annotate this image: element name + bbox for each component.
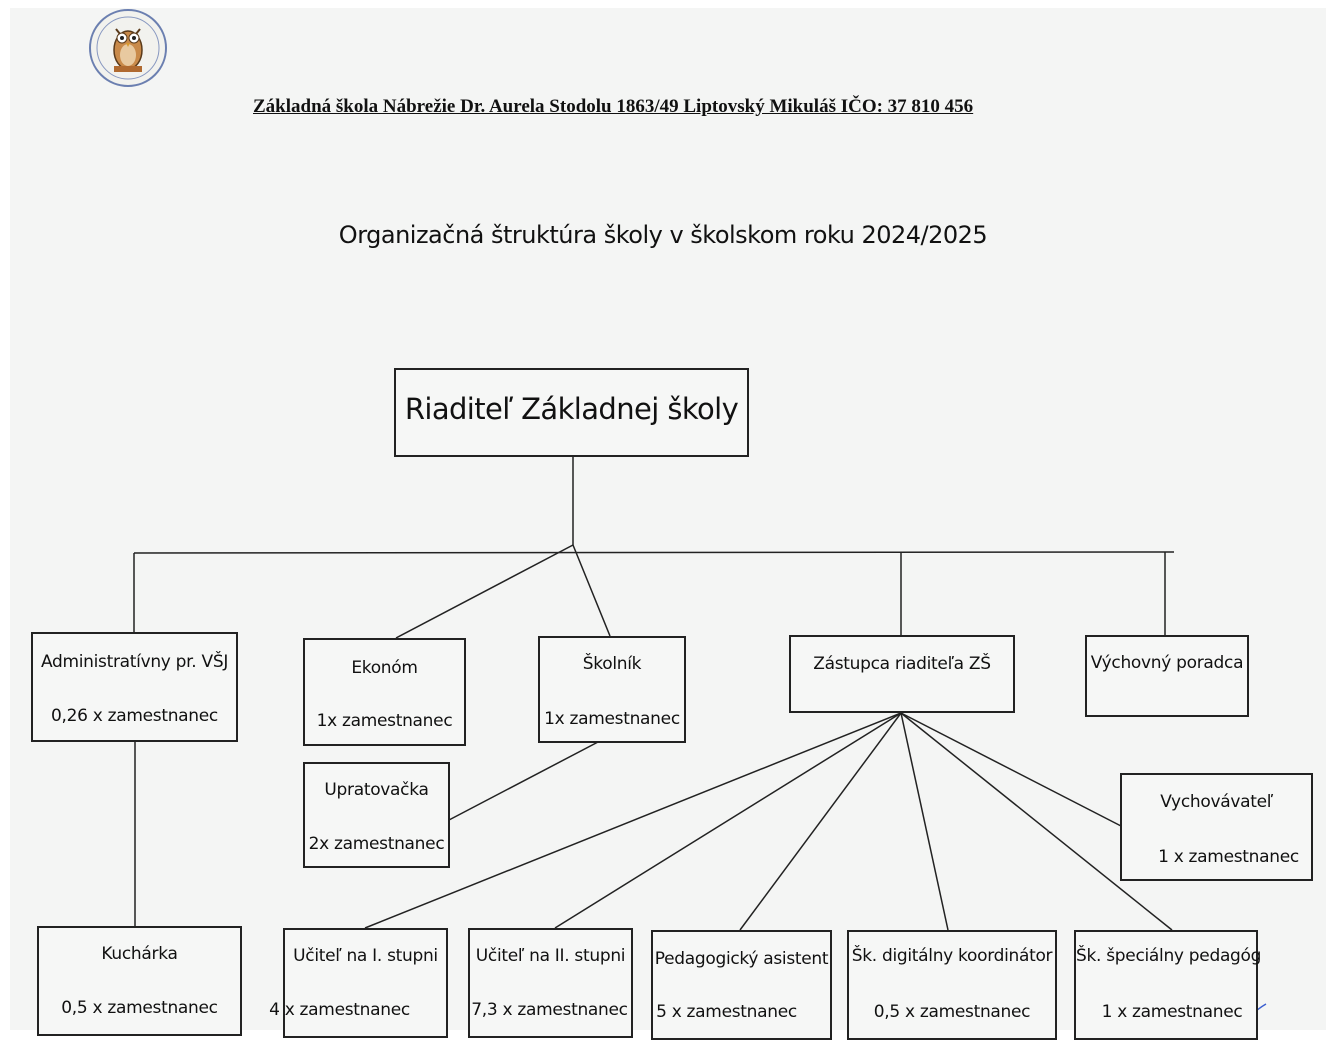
node-upratovacka-name: Upratovačka: [324, 780, 429, 800]
link-zastupca-vychovavatel: [900, 712, 1122, 827]
node-skolnik-name: Školník: [582, 654, 642, 674]
document-page: [10, 8, 1326, 1030]
link-skolnik: [572, 544, 611, 637]
node-admin: Administratívny pr. VŠJ 0,26 x zamestnan…: [31, 632, 238, 742]
node-riaditel-name: Riaditeľ Základnej školy: [404, 392, 739, 426]
link-skolnik-upratovacka: [448, 741, 599, 821]
bus-line: [133, 551, 1175, 554]
node-skolnik: Školník 1x zamestnanec: [538, 636, 686, 743]
node-ekonom-name: Ekonóm: [351, 658, 418, 678]
node-zastupca: Zástupca riaditeľa ZŠ: [789, 635, 1015, 713]
node-kucharka-name: Kuchárka: [101, 944, 178, 964]
node-admin-name: Administratívny pr. VŠJ: [40, 652, 229, 672]
link-zastupca-specialny: [900, 712, 1173, 931]
node-ucitel2-count: 7,3 x zamestnanec: [471, 1000, 628, 1020]
node-kucharka-count: 0,5 x zamestnanec: [61, 998, 218, 1018]
node-ucitel2: Učiteľ na II. stupni 7,3 x zamestnanec: [468, 928, 633, 1038]
node-koordinator-count: 0,5 x zamestnanec: [873, 1002, 1031, 1022]
node-asistent-name: Pedagogický asistent: [654, 949, 829, 969]
node-vychovavatel-name: Vychovávateľ: [1160, 792, 1273, 812]
link-zastupca-asistent: [739, 712, 902, 931]
link-zastupca-ucitel2: [554, 712, 902, 929]
node-ucitel2-name: Učiteľ na II. stupni: [475, 946, 626, 966]
node-riaditel: Riaditeľ Základnej školy: [394, 368, 749, 457]
node-asistent: Pedagogický asistent 5 x zamestnanec: [651, 930, 832, 1040]
node-ekonom: Ekonóm 1x zamestnanec: [303, 638, 466, 746]
node-specialny-count: 1 x zamestnanec: [1101, 1002, 1243, 1022]
school-header: Základná škola Nábrežie Dr. Aurela Stodo…: [253, 96, 974, 117]
school-logo: [86, 6, 170, 90]
node-zastupca-name: Zástupca riaditeľa ZŠ: [813, 654, 991, 674]
node-poradca-name: Výchovný poradca: [1090, 653, 1244, 673]
chart-title: Organizačná štruktúra školy v školskom r…: [338, 221, 988, 249]
node-poradca: Výchovný poradca: [1085, 635, 1249, 717]
node-vychovavatel-count: 1 x zamestnanec: [1158, 847, 1299, 867]
link-zastupca-koordinator: [900, 712, 949, 931]
node-koordinator-name: Šk. digitálny koordinátor: [851, 946, 1053, 966]
node-upratovacka-count: 2x zamestnanec: [308, 834, 445, 854]
node-ekonom-count: 1x zamestnanec: [316, 711, 453, 731]
node-koordinator: Šk. digitálny koordinátor 0,5 x zamestna…: [847, 930, 1057, 1040]
node-ucitel1-name: Učiteľ na I. stupni: [293, 946, 438, 966]
link-zastupca-ucitel1: [364, 712, 902, 929]
node-ucitel1-count: 4 x zamestnanec: [269, 1000, 410, 1020]
node-vychovavatel: Vychovávateľ 1 x zamestnanec: [1120, 773, 1313, 881]
node-admin-count: 0,26 x zamestnanec: [51, 706, 218, 726]
node-ucitel1: Učiteľ na I. stupni 4 x zamestnanec: [269, 928, 448, 1038]
node-kucharka: Kuchárka 0,5 x zamestnanec: [37, 926, 242, 1036]
node-specialny-name: Šk. špeciálny pedagóg: [1076, 946, 1262, 966]
node-skolnik-count: 1x zamestnanec: [544, 709, 680, 729]
node-upratovacka: Upratovačka 2x zamestnanec: [303, 762, 450, 868]
node-specialny: Šk. špeciálny pedagóg 1 x zamestnanec: [1074, 930, 1262, 1040]
node-asistent-count: 5 x zamestnanec: [656, 1002, 797, 1022]
link-ekonom: [395, 544, 574, 639]
